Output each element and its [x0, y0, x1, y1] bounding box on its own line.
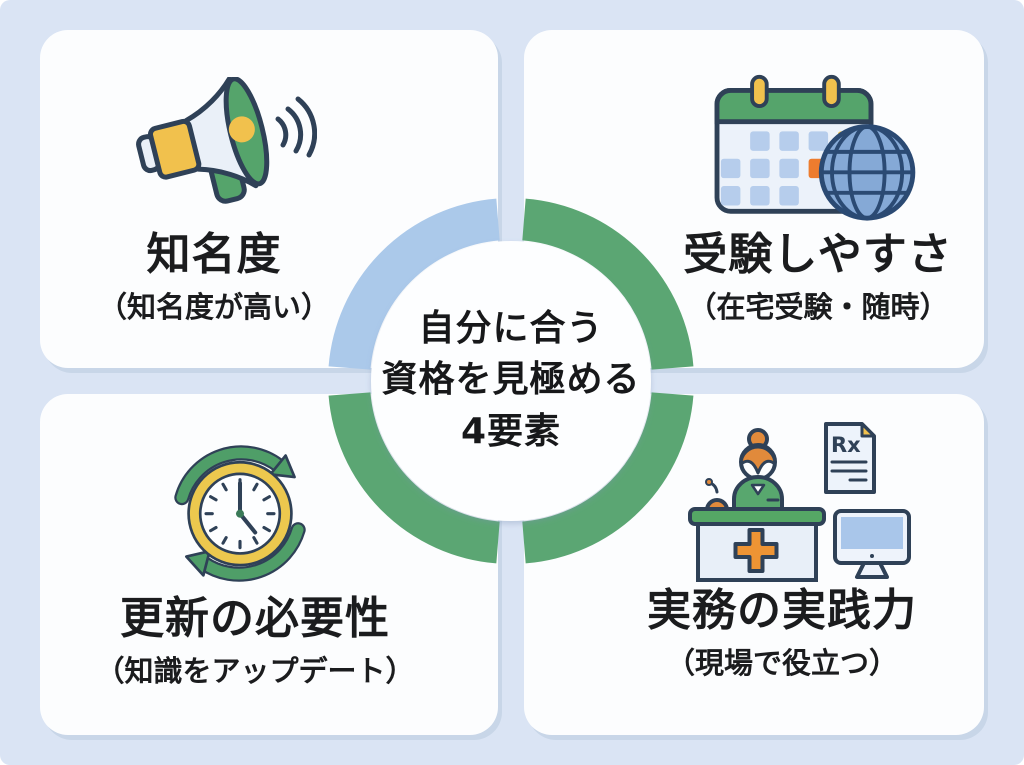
center-title-line3: 4要素 [460, 410, 562, 452]
icon-slot [705, 68, 920, 226]
clock-hands [237, 481, 258, 535]
card-title: 更新の必要性 [120, 593, 390, 644]
globe-icon [818, 124, 915, 221]
card-title: 実務の実践力 [647, 585, 917, 636]
calendar-globe-icon [714, 74, 915, 221]
counter-icon [688, 507, 826, 582]
megaphone-icon [135, 77, 317, 204]
icon-slot [132, 68, 317, 226]
card-title: 知名度 [146, 229, 282, 280]
prescription-icon: Rx [824, 422, 876, 494]
center-title: 自分に合う 資格を見極める 4要素 [311, 303, 711, 457]
icon-slot [164, 432, 316, 590]
clock-refresh-icon [174, 445, 306, 582]
card-subtitle: （在宅受験・随時） [687, 289, 949, 324]
refresh-arrows [174, 445, 306, 582]
svg-text:Rx: Rx [831, 433, 861, 457]
center-title-line1: 自分に合う [418, 308, 604, 349]
pharmacy-counter-icon: Rx [688, 422, 911, 582]
sound-waves [275, 96, 317, 158]
card-practical-ability: Rx 実務の実践力 （現場で役立つ） [524, 394, 984, 735]
card-subtitle: （知識をアップデート） [95, 653, 415, 688]
monitor-icon [833, 509, 911, 579]
card-title: 受験しやすさ [683, 229, 953, 280]
card-subtitle: （知名度が高い） [97, 289, 330, 324]
pharmacist-icon [732, 428, 784, 512]
desk-bell-icon [705, 478, 729, 512]
icon-slot: Rx [688, 422, 916, 582]
center-title-line2: 資格を見極める [381, 359, 641, 401]
card-subtitle: （現場で役立つ） [665, 645, 898, 680]
plus-icon [733, 528, 779, 573]
